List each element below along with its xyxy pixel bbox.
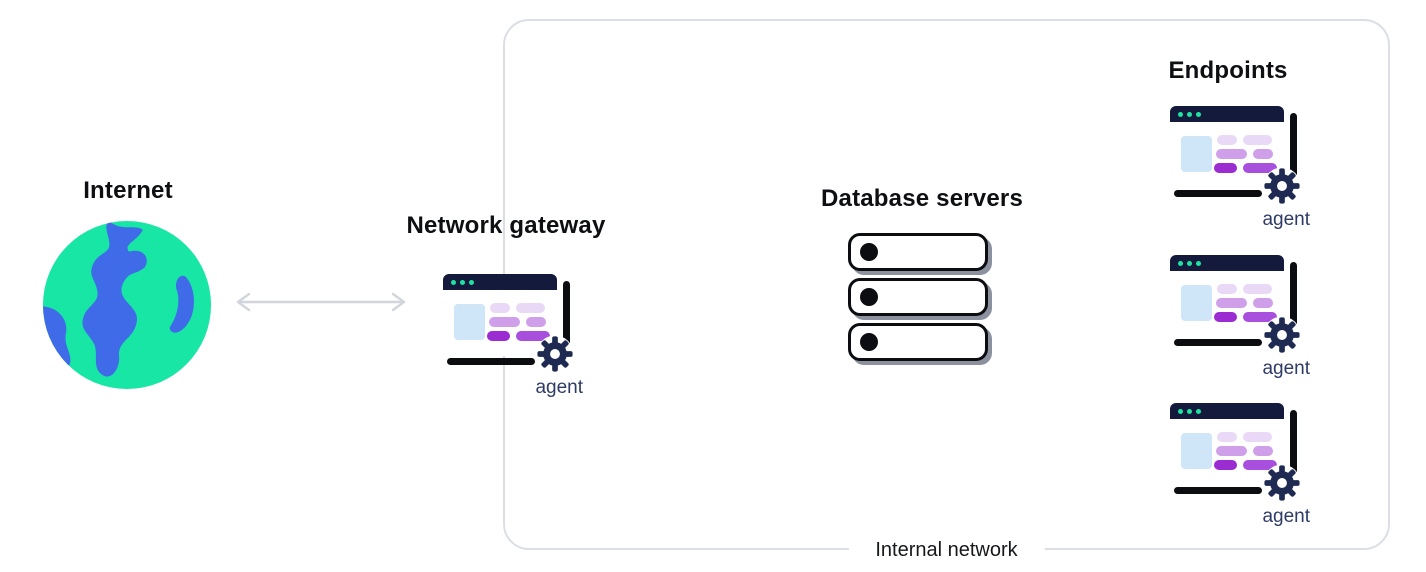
content-thumbnail <box>1181 285 1212 321</box>
endpoint-node-3: agent <box>1170 403 1310 527</box>
server-rack-icon <box>848 278 988 316</box>
window-dot-icon <box>460 279 465 285</box>
window-titlebar <box>1170 403 1284 419</box>
content-bars <box>487 303 550 345</box>
endpoint-agent-label: agent <box>1262 506 1310 527</box>
globe-icon <box>42 220 212 390</box>
window-baseline <box>1174 339 1262 346</box>
window-dot-icon <box>1187 260 1192 266</box>
window-dot-icon <box>1178 111 1183 117</box>
content-bars <box>1214 432 1277 474</box>
window-edge <box>563 281 570 364</box>
server-indicator-dot <box>860 333 878 351</box>
window-titlebar <box>1170 106 1284 122</box>
window-baseline <box>1174 190 1262 197</box>
window-baseline <box>447 358 535 365</box>
endpoint-node-1: agent <box>1170 106 1310 230</box>
browser-window-icon <box>443 274 574 373</box>
window-baseline <box>1174 487 1262 494</box>
endpoint-agent-label: agent <box>1262 209 1310 230</box>
window-edge <box>1290 113 1297 196</box>
content-thumbnail <box>454 304 485 340</box>
window-dot-icon <box>1196 408 1201 414</box>
window-titlebar <box>443 274 557 290</box>
browser-window-icon <box>1170 403 1301 502</box>
content-thumbnail <box>1181 433 1212 469</box>
window-dot-icon <box>1187 111 1192 117</box>
gateway-agent-label: agent <box>535 377 583 398</box>
gear-icon <box>1263 167 1301 205</box>
browser-window-icon <box>1170 255 1301 354</box>
window-dot-icon <box>1178 408 1183 414</box>
content-bars <box>1214 284 1277 326</box>
window-edge <box>1290 262 1297 345</box>
window-dot-icon <box>1178 260 1183 266</box>
server-indicator-dot <box>860 243 878 261</box>
bidirectional-arrow-icon <box>236 292 406 312</box>
internal-network-label: Internal network <box>848 537 1045 563</box>
server-rack-icon <box>848 323 988 361</box>
server-indicator-dot <box>860 288 878 306</box>
window-titlebar <box>1170 255 1284 271</box>
window-dot-icon <box>1187 408 1192 414</box>
database-server-stack <box>848 233 988 368</box>
server-rack-icon <box>848 233 988 271</box>
endpoint-node-2: agent <box>1170 255 1310 379</box>
gear-icon <box>1263 464 1301 502</box>
window-edge <box>1290 410 1297 493</box>
endpoint-agent-label: agent <box>1262 358 1310 379</box>
database-servers-label: Database servers <box>820 185 1023 212</box>
endpoints-label: Endpoints <box>1168 57 1288 84</box>
network-gateway-node: agent <box>443 274 583 398</box>
content-thumbnail <box>1181 136 1212 172</box>
window-dot-icon <box>1196 260 1201 266</box>
window-dot-icon <box>451 279 456 285</box>
internet-label: Internet <box>83 177 173 204</box>
browser-window-icon <box>1170 106 1301 205</box>
network-gateway-label: Network gateway <box>406 212 606 239</box>
content-bars <box>1214 135 1277 177</box>
window-dot-icon <box>1196 111 1201 117</box>
gear-icon <box>536 335 574 373</box>
gear-icon <box>1263 316 1301 354</box>
window-dot-icon <box>469 279 474 285</box>
